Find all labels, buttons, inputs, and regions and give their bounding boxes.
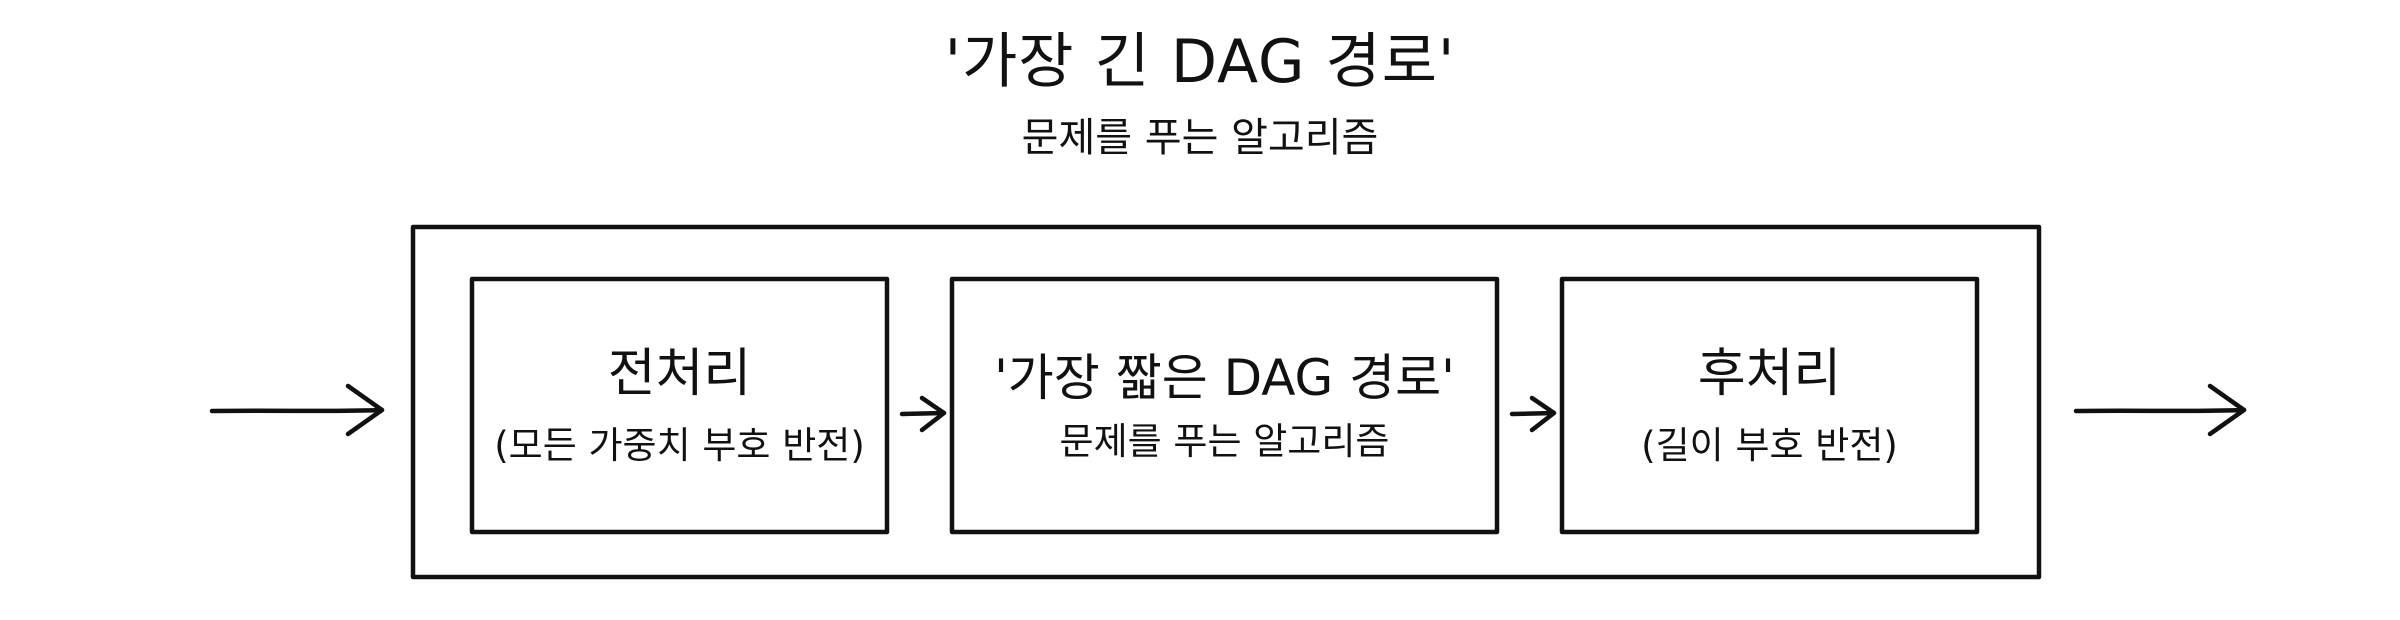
arrow-stage1-to-stage2 (899, 395, 947, 433)
stage-subtitle: 문제를 푸는 알고리즘 (1059, 419, 1390, 463)
stage-preprocess: 전처리 (모든 가중치 부호 반전) (472, 279, 887, 532)
diagram-title: '가장 긴 DAG 경로' (944, 27, 1456, 97)
stage-subtitle: (모든 가중치 부호 반전) (494, 423, 865, 467)
stage-title: 후처리 (1697, 343, 1842, 404)
output-arrow (2073, 383, 2247, 437)
stage-shortest-path: '가장 짧은 DAG 경로' 문제를 푸는 알고리즘 (952, 279, 1497, 532)
stage-box-shortest-path (949, 276, 1500, 535)
diagram-subtitle: 문제를 푸는 알고리즘 (1021, 115, 1379, 161)
input-arrow (209, 383, 385, 437)
stage-box-postprocess (1559, 276, 1980, 535)
arrow-stage2-to-stage3 (1509, 395, 1557, 433)
stage-title: '가장 짧은 DAG 경로' (994, 348, 1455, 407)
stage-box-preprocess (469, 276, 890, 535)
stage-title: 전처리 (607, 343, 752, 404)
stage-postprocess: 후처리 (길이 부호 반전) (1562, 279, 1977, 532)
stage-subtitle: (길이 부호 반전) (1641, 423, 1898, 467)
outer-container-box (410, 224, 2042, 580)
